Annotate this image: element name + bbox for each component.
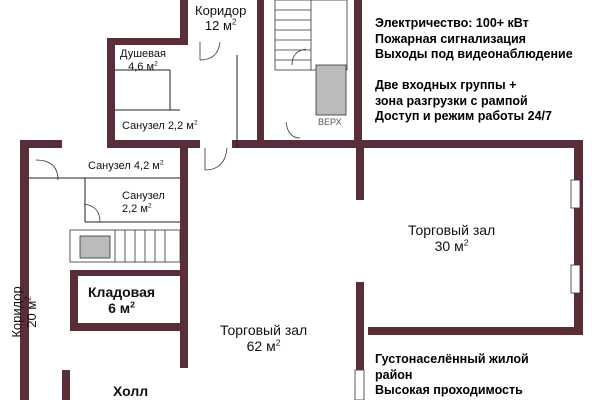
- info-line: Пожарная сигнализация: [375, 31, 526, 46]
- info-line: Выходы под видеонаблюдение: [375, 47, 573, 61]
- wall-bottom-right: [368, 327, 583, 335]
- room-label-corridor-left: Коридор 20 м2: [9, 286, 39, 338]
- stair-sign-up: ВЕРХ: [318, 117, 342, 127]
- wall-storage-left: [70, 270, 78, 330]
- room-label-hall-right: Торговый зал 30 м2: [408, 222, 496, 255]
- door-wc-small-arc: [83, 203, 101, 223]
- info-line: зона разгрузки с рампой: [375, 93, 528, 108]
- room-label-shower: Душевая 4,6 м2: [120, 48, 166, 73]
- wall-corridor-right: [257, 0, 264, 148]
- wall-top-right-segment: [232, 140, 582, 148]
- info-line: Высокая проходимость: [375, 383, 523, 397]
- room-label-hall-main: Торговый зал 62 м2: [220, 322, 308, 355]
- door-stair-arc: [285, 121, 301, 139]
- info-block-bottom: Густонаселённый жилой район Высокая прох…: [375, 352, 529, 399]
- window-right-1: [570, 179, 581, 209]
- room-label-wc-top: Санузел 2,2 м2: [122, 119, 198, 132]
- info-line: Доступ и режим работы 24/7: [375, 109, 552, 123]
- info-line: Электричество: 100+ кВт: [375, 16, 529, 30]
- info-line: Две входных группы +: [375, 78, 517, 92]
- wall-shower-block-top: [107, 38, 182, 45]
- window-bottom: [354, 369, 365, 400]
- door-hall-arc: [204, 147, 228, 171]
- wall-shower-block-left: [107, 38, 115, 148]
- wall-corridor-left-lower: [62, 370, 70, 400]
- wall-right-stub: [354, 140, 364, 148]
- wall-top-left-segment: [20, 140, 62, 148]
- staircase-left: [69, 229, 181, 263]
- info-block-top: Электричество: 100+ кВт Пожарная сигнали…: [375, 16, 573, 125]
- wall-storage-bottom: [70, 323, 185, 331]
- room-label-wc-small: Санузел 2,2 м2: [122, 190, 165, 215]
- door-wc-mid-arc: [35, 159, 59, 181]
- wall-left-outer: [20, 140, 29, 400]
- info-line: район: [375, 367, 413, 382]
- room-label-storage: Кладовая 6 м2: [88, 284, 156, 317]
- info-line: [375, 63, 573, 79]
- wall-hall-divider: [356, 140, 364, 200]
- wall-stair-right: [354, 0, 362, 148]
- wall-corridor-left: [180, 0, 188, 45]
- staircase-top: [274, 0, 348, 116]
- door-corridor-arc: [291, 48, 307, 66]
- wall-right-outer: [574, 140, 583, 335]
- info-line: Густонаселённый жилой: [375, 352, 529, 366]
- wall-hall-divider-lower: [356, 282, 364, 400]
- wall-storage-top: [70, 270, 185, 276]
- wall-top-mid-segment: [108, 140, 200, 148]
- room-label-wc-mid: Санузел 4,2 м2: [88, 159, 164, 172]
- wall-inner-vertical: [180, 148, 188, 368]
- window-right-2: [570, 264, 581, 294]
- room-label-lobby: Холл: [113, 383, 149, 399]
- door-shower-arc: [199, 41, 221, 61]
- room-label-corridor-top: Коридор 12 м2: [195, 3, 247, 33]
